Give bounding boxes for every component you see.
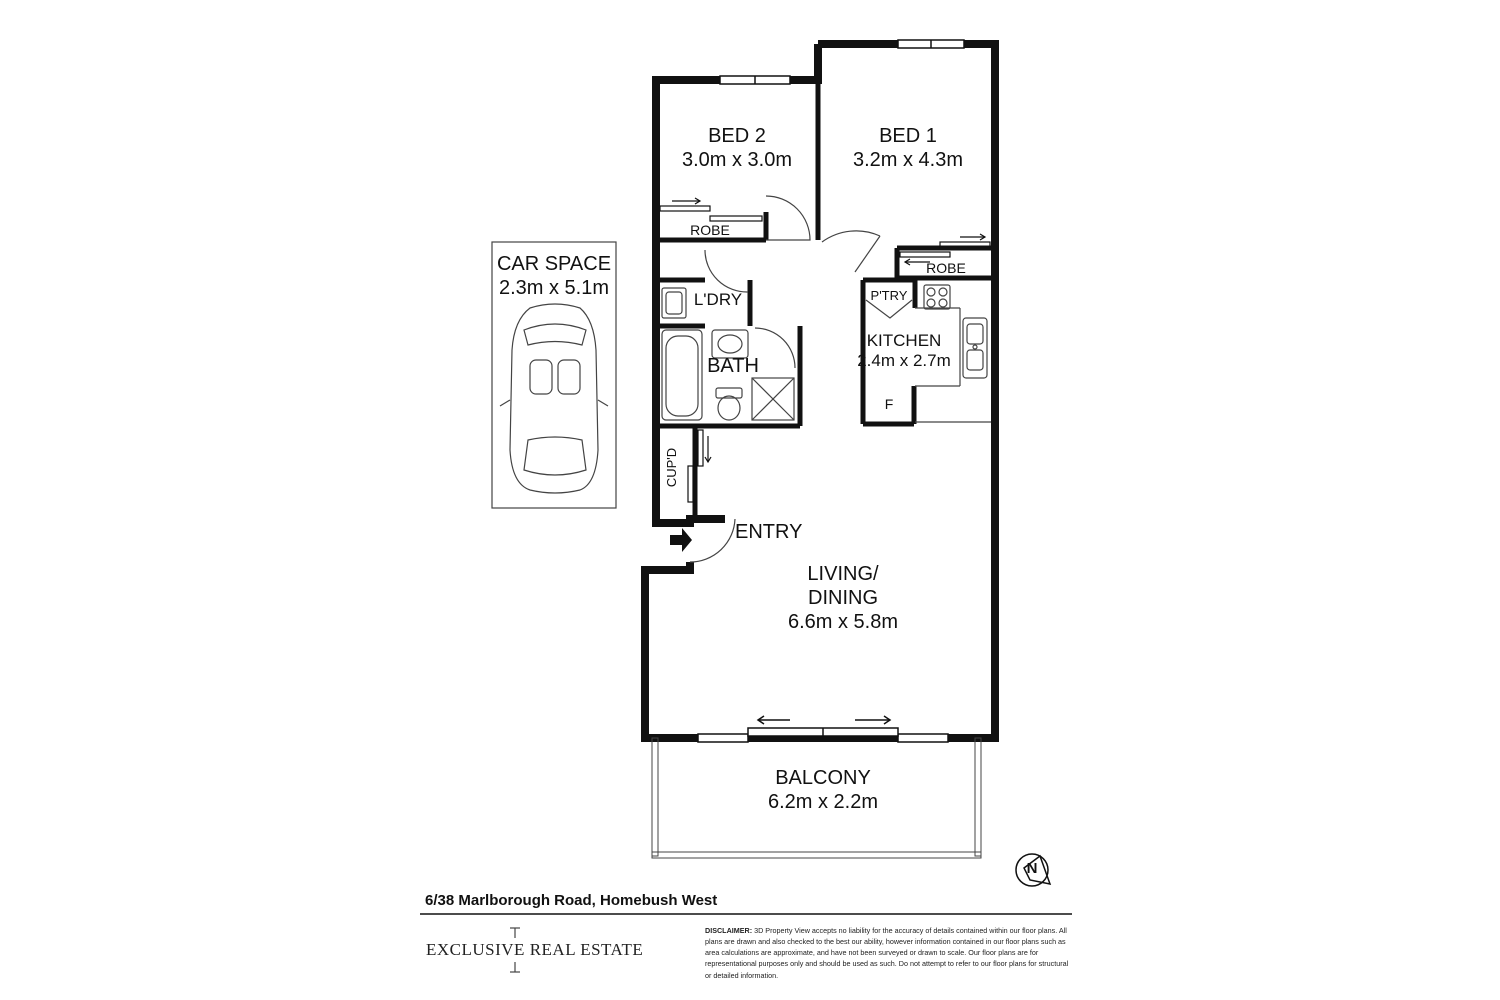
balcony-sliding-door (747, 715, 899, 737)
bed1-name: BED 1 (879, 125, 937, 147)
robe-left-label: ROBE (690, 222, 730, 238)
robe-sliding-doors (659, 197, 991, 266)
cupboard-label: CUP'D (664, 447, 680, 488)
disclaimer: DISCLAIMER: 3D Property View accepts no … (705, 925, 1075, 981)
windows (697, 39, 965, 743)
balcony-size: 6.2m x 2.2m (767, 791, 879, 813)
door-swings (689, 195, 913, 563)
balcony-label: BALCONY 6.2m x 2.2m (748, 766, 898, 814)
kitchen-name: KITCHEN (866, 331, 942, 350)
agency-logo: EXCLUSIVE REAL ESTATE (426, 940, 644, 959)
bed2-name: BED 2 (708, 125, 766, 147)
living-name-line2: DINING (808, 587, 878, 609)
bed2-label: BED 2 3.0m x 3.0m (672, 124, 802, 172)
living-label: LIVING/ DINING 6.6m x 5.8m (768, 562, 918, 634)
agency-logo-frame (510, 927, 520, 973)
laundry-tub-icon (661, 287, 687, 319)
compass-label: N (1026, 860, 1038, 877)
property-address: 6/38 Marlborough Road, Homebush West (425, 892, 718, 909)
entry-arrow-icon (670, 528, 692, 552)
interior-walls (656, 80, 995, 519)
bed1-label: BED 1 3.2m x 4.3m (838, 124, 978, 172)
car-space (491, 241, 617, 509)
north-compass-icon (1015, 853, 1052, 887)
living-name-line1: LIVING/ (807, 563, 879, 585)
bath-label: BATH (707, 355, 759, 377)
car-space-name: CAR SPACE (496, 253, 612, 275)
kitchen-fixtures (915, 284, 991, 423)
pantry-label: P'TRY (870, 288, 908, 303)
car-space-label: CAR SPACE 2.3m x 5.1m (492, 252, 616, 300)
balcony-name: BALCONY (775, 767, 871, 789)
kitchen-label: KITCHEN 2.4m x 2.7m (848, 331, 960, 372)
living-size: 6.6m x 5.8m (787, 611, 899, 633)
laundry-label: L'DRY (693, 290, 743, 309)
robe-right-label: ROBE (926, 260, 966, 276)
bed1-size: 3.2m x 4.3m (852, 149, 964, 171)
balcony-railing (651, 737, 982, 859)
bed2-size: 3.0m x 3.0m (681, 149, 793, 171)
entry-label: ENTRY (735, 521, 803, 543)
car-space-size: 2.3m x 5.1m (498, 277, 610, 299)
cupboard-doors (687, 429, 712, 503)
fridge-label: F (884, 396, 894, 412)
disclaimer-label: DISCLAIMER: (705, 926, 753, 935)
kitchen-size: 2.4m x 2.7m (857, 351, 951, 371)
bath-fixtures (661, 329, 795, 421)
disclaimer-text: 3D Property View accepts no liability fo… (705, 926, 1069, 980)
